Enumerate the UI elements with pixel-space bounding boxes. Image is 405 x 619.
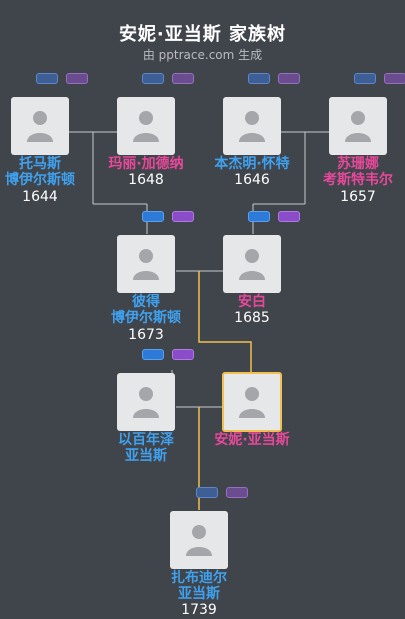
- female-tag[interactable]: [384, 73, 405, 84]
- male-tag[interactable]: [142, 349, 164, 360]
- person-name: 博伊尔斯顿: [111, 310, 181, 326]
- male-tag[interactable]: [142, 73, 164, 84]
- male-tag[interactable]: [196, 487, 218, 498]
- female-tag[interactable]: [66, 73, 88, 84]
- male-tag[interactable]: [142, 211, 164, 222]
- female-tag[interactable]: [172, 73, 194, 84]
- person-avatar-icon: [133, 111, 159, 142]
- person-name: 亚当斯: [178, 586, 220, 602]
- female-tag[interactable]: [278, 211, 300, 222]
- female-tag[interactable]: [226, 487, 248, 498]
- male-tag[interactable]: [36, 73, 58, 84]
- female-tag[interactable]: [172, 211, 194, 222]
- person-card-peter[interactable]: [117, 235, 175, 293]
- male-tag[interactable]: [354, 73, 376, 84]
- person-name: 彼得: [132, 294, 160, 310]
- person-birth-year: 1644: [22, 189, 58, 205]
- person-name: 本杰明·怀特: [214, 156, 290, 172]
- person-name: 玛丽·加德纳: [108, 156, 184, 172]
- person-birth-year: 1673: [128, 327, 164, 343]
- person-card-anbai[interactable]: [223, 235, 281, 293]
- person-card-thomas[interactable]: [11, 97, 69, 155]
- person-name: 亚当斯: [125, 448, 167, 464]
- person-card-ebenezer[interactable]: [117, 373, 175, 431]
- person-avatar-icon: [133, 249, 159, 280]
- person-name: 安白: [238, 294, 266, 310]
- person-card-zabdiel[interactable]: [170, 511, 228, 569]
- page-subtitle: 由 pptrace.com 生成: [142, 48, 263, 62]
- person-name: 博伊尔斯顿: [5, 172, 75, 188]
- male-tag[interactable]: [248, 73, 270, 84]
- person-name: 安妮·亚当斯: [214, 432, 290, 448]
- female-tag[interactable]: [278, 73, 300, 84]
- person-avatar-icon: [345, 111, 371, 142]
- person-birth-year: 1739: [181, 602, 217, 618]
- person-avatar-icon: [186, 525, 212, 556]
- person-name: 以百年泽: [118, 432, 174, 448]
- person-name: 苏珊娜: [337, 156, 379, 172]
- person-card-susanna[interactable]: [329, 97, 387, 155]
- person-avatar-icon: [27, 111, 53, 142]
- person-avatar-icon: [239, 249, 265, 280]
- person-avatar-icon: [239, 387, 265, 418]
- page-title: 安妮·亚当斯 家族树: [118, 24, 287, 45]
- person-name: 考斯特韦尔: [323, 172, 393, 188]
- person-birth-year: 1657: [340, 189, 376, 205]
- person-card-anne-selected[interactable]: [222, 372, 282, 432]
- female-tag[interactable]: [172, 349, 194, 360]
- male-tag[interactable]: [248, 211, 270, 222]
- person-birth-year: 1648: [128, 172, 164, 188]
- person-name: 托马斯: [19, 156, 61, 172]
- person-avatar-icon: [133, 387, 159, 418]
- person-name: 扎布迪尔: [171, 570, 227, 586]
- person-birth-year: 1646: [234, 172, 270, 188]
- person-card-benjamin[interactable]: [223, 97, 281, 155]
- person-card-mary[interactable]: [117, 97, 175, 155]
- person-birth-year: 1685: [234, 310, 270, 326]
- person-avatar-icon: [239, 111, 265, 142]
